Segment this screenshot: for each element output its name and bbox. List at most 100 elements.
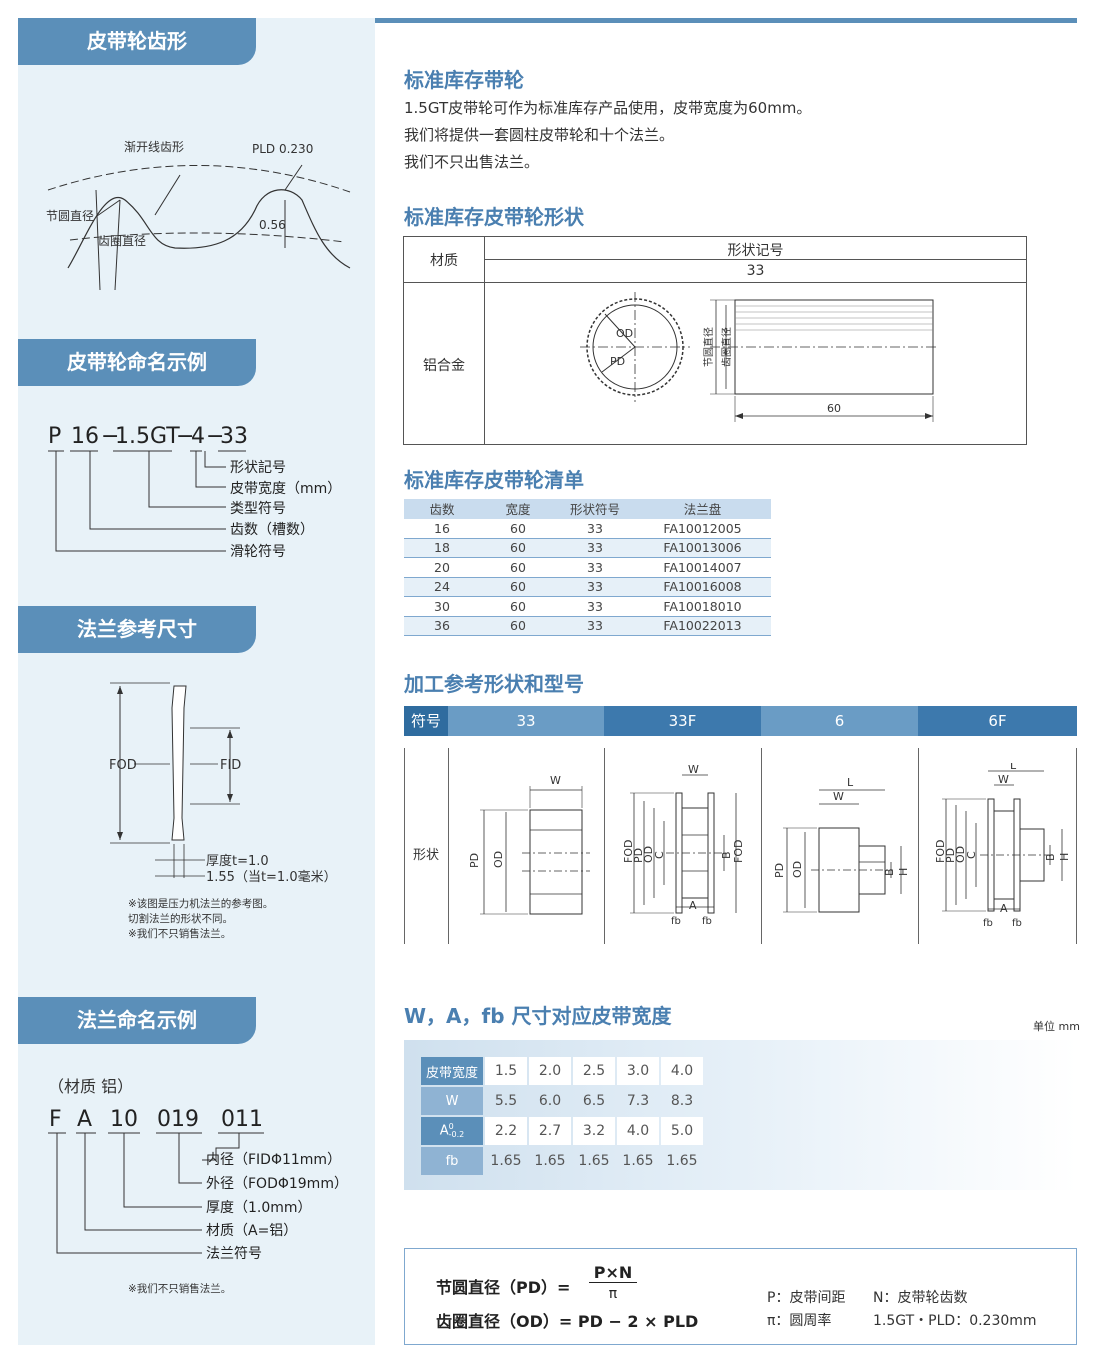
proc-6f-label-fb1: fb: [983, 918, 993, 929]
tooth-label-involute: 渐开线齿形: [124, 140, 184, 154]
table-cell: 3.2: [573, 1117, 615, 1145]
stock-line: 我们将提供一套圆柱皮带轮和十个法兰。: [404, 126, 675, 144]
flange-note: ※我们不只销售法兰。: [128, 928, 232, 940]
proc-33-label-w: W: [550, 774, 561, 787]
table-cell: 6.5: [582, 1093, 606, 1109]
proc-33f-label-pd: PD: [632, 848, 645, 863]
proc-6f-label-pd: PD: [944, 848, 957, 863]
flange-drawing: FOD FID 厚度t=1.0 1.55（当t=1.0毫米）: [109, 682, 337, 885]
stock-label-width: 60: [827, 402, 841, 415]
top-rule: [375, 18, 1077, 23]
flange-label-symbol: 法兰符号: [206, 1246, 262, 1262]
proc-33-label-pd: PD: [468, 853, 481, 868]
dim-row-label: fb: [421, 1147, 483, 1175]
stock-label-pd: PD: [610, 355, 625, 368]
flange-naming-diagram: F A 10 019 011 内径（FIDΦ11mm） 外径（FODΦ19mm）…: [48, 1107, 348, 1262]
table-cell: 1.65: [490, 1153, 522, 1169]
table-cell: 3.0: [617, 1057, 659, 1085]
flange-note: 切割法兰的形状不同。: [128, 913, 233, 925]
formula-box: 节圆直径（PD）= P×N π 齿圈直径（OD）= PD − 2 × PLD P…: [404, 1248, 1077, 1345]
flange-code-a: A: [77, 1107, 92, 1132]
table-cell: 60: [480, 557, 556, 578]
proc-header-type-33f: 33F: [604, 706, 761, 736]
stock-label-od: OD: [616, 327, 633, 340]
table-cell: FA10016008: [634, 577, 771, 597]
formula-numerator: P×N: [589, 1263, 637, 1283]
proc-33f-label-c: C: [653, 851, 666, 859]
shape-title: 标准库存皮带轮形状: [404, 205, 584, 229]
formula-denominator: π: [608, 1286, 618, 1302]
flange-code-f: F: [49, 1107, 62, 1132]
proc-6-label-l: L: [847, 776, 854, 789]
dim-title: W，A，fb 尺寸对应皮带宽度: [404, 1004, 672, 1028]
proc-6-label-pd: PD: [773, 863, 786, 878]
naming-code-teeth: 16: [71, 424, 99, 449]
proc-6f-label-l: L: [1010, 763, 1017, 772]
proc-33f-label-b: B: [720, 851, 733, 859]
tooth-label-depth: 0.56: [259, 218, 286, 232]
stock-description: 1.5GT皮带轮可作为标准库存产品使用，皮带宽度为60mm。 我们将提供一套圆柱…: [404, 95, 811, 176]
proc-title: 加工参考形状和型号: [404, 672, 584, 696]
proc-6f-label-h: H: [1058, 853, 1071, 861]
proc-33f-label-fod: FOD: [622, 840, 635, 863]
formula-od-label: 齿圈直径（OD）= PD − 2 × PLD: [436, 1312, 699, 1331]
tooth-profile-drawing: 渐开线齿形 PLD 0.230 节圆直径 齿圈直径 0.56: [46, 140, 351, 291]
formula-p-def: P：皮带间距: [767, 1290, 846, 1306]
flange-code-id: 011: [221, 1107, 263, 1132]
shape-table: 材质 形状记号 33 铝合金 OD PD 节圆直径 齿圈直径 60: [403, 236, 1027, 445]
table-cell: 33: [556, 596, 634, 617]
section-tab-flange-naming: 法兰命名示例: [18, 997, 256, 1044]
shape-table-shape-header: 形状记号: [727, 243, 784, 259]
table-cell: 20: [404, 557, 480, 578]
dim-row-label: W: [421, 1087, 483, 1115]
table-cell: 6.0: [538, 1093, 562, 1109]
table-cell: 24: [404, 577, 480, 597]
table-cell: 1.65: [622, 1153, 654, 1169]
proc-header-type-33: 33: [448, 706, 604, 736]
naming-label-teeth: 齿数（槽数）: [230, 522, 314, 538]
dim-a-tolerance-lower: -0.2: [448, 1130, 465, 1139]
proc-6f-label-w: W: [998, 773, 1009, 786]
stock-label-pitch: 节圆直径: [702, 327, 715, 367]
flange-label-id: 内径（FIDΦ11mm）: [206, 1152, 341, 1168]
naming-code-shape: 33: [220, 424, 248, 449]
table-cell: 1.65: [578, 1153, 610, 1169]
table-row: fb 1.65 1.65 1.65 1.65 1.65: [421, 1147, 703, 1175]
table-cell: 4.0: [617, 1117, 659, 1145]
stock-line: 我们不只出售法兰。: [404, 153, 540, 171]
dim-a-letter: A: [439, 1123, 449, 1139]
flange-note: ※该图是压力机法兰的参考图。: [128, 898, 274, 910]
tooth-label-root: 齿圈直径: [98, 234, 146, 248]
flange-label-thickness-note: 1.55（当t=1.0毫米）: [206, 869, 337, 885]
table-cell: 60: [480, 616, 556, 636]
stock-list-header: 宽度: [480, 499, 556, 519]
table-row: 16 60 33 FA10012005: [404, 518, 771, 539]
naming-code-width: 4: [191, 424, 205, 449]
formula-pld-def: 1.5GT・PLD：0.230mm: [873, 1313, 1037, 1329]
table-cell: 33: [556, 518, 634, 539]
table-cell: FA10018010: [634, 596, 771, 617]
naming-example-diagram: P 16 − 1.5GT − 4 − 33 形状記号 皮带宽度（mm） 类型符号…: [48, 424, 341, 560]
table-cell: FA10022013: [634, 616, 771, 636]
table-cell: 60: [480, 518, 556, 539]
proc-drawing-6f: L W A fb fb FOD PD OD C B H: [934, 763, 1071, 929]
flange-notes: ※该图是压力机法兰的参考图。 切割法兰的形状不同。 ※我们不只销售法兰。: [128, 897, 273, 942]
table-cell: 60: [480, 596, 556, 617]
proc-33f-label-fb1: fb: [671, 916, 681, 927]
proc-33f-label-a: A: [689, 899, 697, 912]
flange-label-od: 外径（FODΦ19mm）: [206, 1176, 348, 1192]
proc-6f-label-c: C: [965, 851, 978, 859]
table-row: 36 60 33 FA10022013: [404, 616, 771, 636]
table-cell: 2.7: [529, 1117, 571, 1145]
naming-label-width: 皮带宽度（mm）: [230, 480, 341, 497]
naming-code-sep3: −: [206, 424, 224, 449]
table-cell: 7.3: [626, 1093, 650, 1109]
proc-6f-label-a: A: [1000, 902, 1008, 915]
table-row: W 5.5 6.0 6.5 7.3 8.3: [421, 1087, 703, 1115]
table-row: 20 60 33 FA10014007: [404, 557, 771, 578]
flange-label-material: 材质（A=铝）: [206, 1223, 297, 1239]
naming-code-sep1: −: [101, 424, 119, 449]
proc-drawing-33f: W A fb fb FOD PD OD C B FOD: [622, 763, 745, 927]
naming-label-shape: 形状記号: [230, 459, 286, 476]
